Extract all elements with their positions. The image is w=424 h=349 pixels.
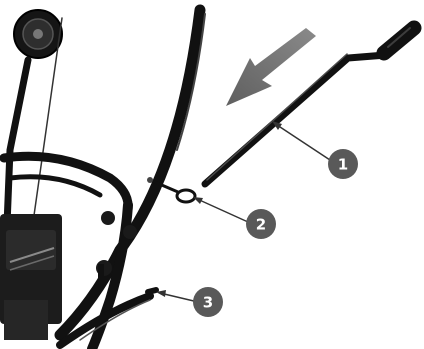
callout-2: 2 [246,209,276,239]
callout-number-1: 1 [338,156,348,174]
leader-line-1 [274,123,330,160]
callout-3: 3 [193,287,223,317]
engine-block [0,214,62,340]
callout-1: 1 [328,149,358,179]
shift-rod [205,28,414,184]
callout-number-3: 3 [203,294,213,312]
leader-line-3 [160,293,198,302]
leader-line-2 [195,198,248,222]
callout-number-2: 2 [256,216,266,234]
